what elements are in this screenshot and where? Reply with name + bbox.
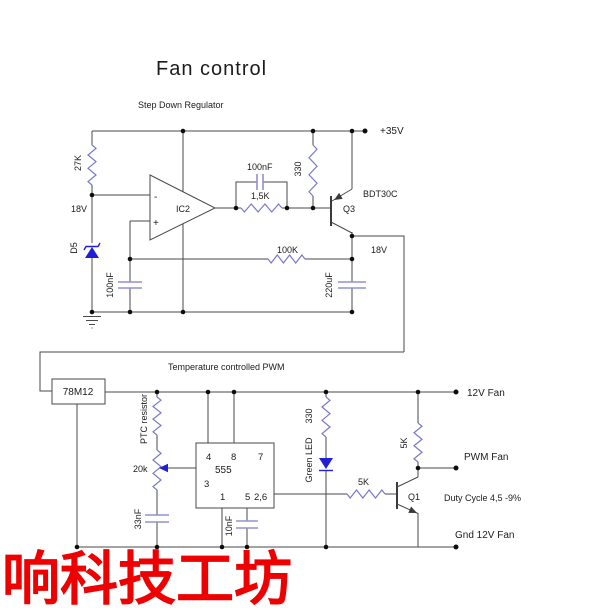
label-bdt30c: BDT30C xyxy=(363,189,398,199)
label-18v-input: 18V xyxy=(71,204,87,214)
label-5k-base: 5K xyxy=(358,477,369,487)
label-pin26: 2,6 xyxy=(254,492,267,503)
label-10nf: 10nF xyxy=(224,515,234,536)
resistor-330-led xyxy=(321,396,331,438)
capacitor-100nf-feedback xyxy=(256,174,264,190)
label-q1: Q1 xyxy=(408,492,420,502)
opamp-plus-sign: + xyxy=(153,218,159,229)
resistor-330-top xyxy=(308,144,318,197)
label-q3: Q3 xyxy=(343,204,355,214)
label-1k5: 1,5K xyxy=(251,191,270,201)
capacitor-220uf xyxy=(338,281,366,289)
opamp-minus-sign: - xyxy=(154,192,157,203)
page-title: Fan control xyxy=(156,58,267,80)
label-100nf-feedback: 100nF xyxy=(247,162,273,172)
resistor-ptc xyxy=(152,396,162,436)
label-330-led: 330 xyxy=(304,408,314,423)
resistor-5k-base xyxy=(346,489,386,499)
label-pin7: 7 xyxy=(258,452,263,463)
vreg-78m12-box xyxy=(51,378,106,405)
label-33nf: 33nF xyxy=(133,508,143,529)
label-pin1: 1 xyxy=(220,492,225,503)
label-27k: 27K xyxy=(73,155,83,171)
wires-top-section xyxy=(91,130,405,352)
junction-dots-bottom xyxy=(74,389,459,550)
label-35v: +35V xyxy=(380,126,404,137)
capacitor-100nf-input xyxy=(118,281,142,289)
capacitor-33nf xyxy=(145,514,169,523)
label-12v-fan: 12V Fan xyxy=(467,388,505,399)
wires-bottom-section xyxy=(39,351,456,548)
junction-dots-top xyxy=(89,128,368,315)
label-pwm-fan: PWM Fan xyxy=(464,452,508,463)
label-green-led: Green LED xyxy=(304,437,314,483)
label-pin4: 4 xyxy=(206,452,211,463)
pot-wiper-arrow xyxy=(159,463,168,473)
label-18v-output: 18V xyxy=(371,245,387,255)
wire-feedback-right xyxy=(263,181,288,208)
transistor-q1 xyxy=(396,476,419,514)
label-d5: D5 xyxy=(69,242,79,254)
pwm-section: Temperature controlled PWM 78M12 PTC res… xyxy=(39,351,521,550)
label-220uf: 220uF xyxy=(324,272,334,298)
label-ptc-resistor: PTC resistor xyxy=(139,394,149,444)
resistor-1k5 xyxy=(240,203,283,213)
label-330-top: 330 xyxy=(293,161,303,176)
wire-feedback-left xyxy=(235,181,257,208)
resistor-100k xyxy=(267,254,306,264)
label-100k: 100K xyxy=(277,245,298,255)
section-label-pwm: Temperature controlled PWM xyxy=(168,362,285,372)
label-5k-pullup: 5K xyxy=(399,437,409,448)
label-gnd-12v-fan: Gnd 12V Fan xyxy=(455,530,514,541)
wire-18v-feed xyxy=(352,235,405,352)
label-ic2: IC2 xyxy=(176,204,190,214)
resistor-5k-pullup xyxy=(413,422,423,463)
label-100nf-input: 100nF xyxy=(105,272,115,298)
step-down-regulator-section: Fan control Step Down Regulator +35V 27K… xyxy=(69,58,405,352)
potentiometer-20k xyxy=(152,449,162,491)
zener-diode-d5 xyxy=(83,242,101,258)
label-pin5: 5 xyxy=(245,492,250,503)
timer-555-box xyxy=(195,442,275,509)
label-78m12: 78M12 xyxy=(63,387,94,398)
led-green xyxy=(319,458,333,472)
label-20k: 20k xyxy=(133,464,148,474)
wire-section-feed xyxy=(39,351,404,392)
capacitor-10nf xyxy=(236,520,258,529)
transistor-q3 xyxy=(330,188,353,234)
section-label-regulator: Step Down Regulator xyxy=(138,100,224,110)
resistor-27k xyxy=(87,144,97,186)
opamp-ic2 xyxy=(149,174,217,241)
watermark-text: 响科技工坊 xyxy=(2,545,292,613)
label-555: 555 xyxy=(215,465,232,476)
label-pin3: 3 xyxy=(204,479,209,490)
label-pin8: 8 xyxy=(231,452,236,463)
ground-symbol xyxy=(83,316,101,329)
label-duty-cycle: Duty Cycle 4,5 -9% xyxy=(444,493,521,503)
